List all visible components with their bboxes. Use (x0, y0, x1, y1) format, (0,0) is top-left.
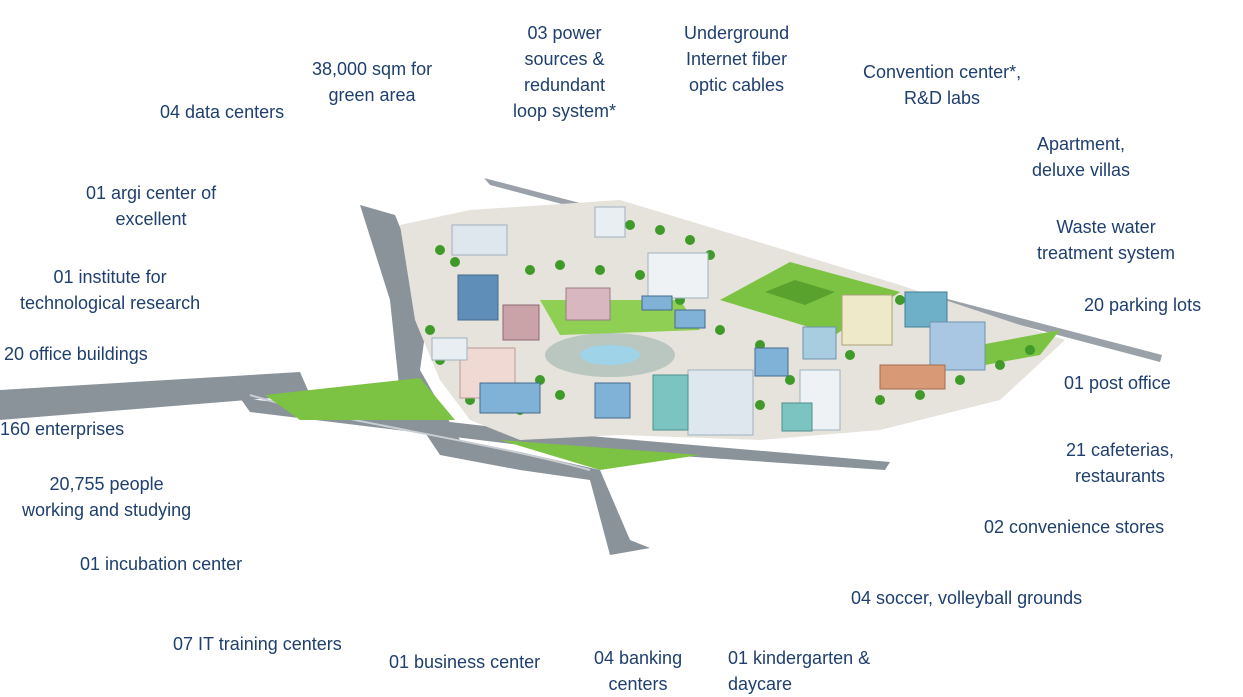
label-business-center: 01 business center (389, 652, 541, 672)
label-parking-lots: 20 parking lots (1084, 295, 1202, 315)
label-enterprises: 160 enterprises (0, 419, 125, 439)
label-incubation-center: 01 incubation center (80, 554, 243, 574)
label-cafeterias: 21 cafeterias,restaurants (1066, 440, 1175, 486)
label-convention-center: Convention center*,R&D labs (863, 62, 1022, 108)
label-post-office: 01 post office (1064, 373, 1171, 393)
buildings (431, 206, 986, 436)
label-soccer-grounds: 04 soccer, volleyball grounds (851, 588, 1083, 608)
label-convenience-stores: 02 convenience stores (984, 517, 1165, 537)
label-apartment: Apartment,deluxe villas (1032, 134, 1131, 180)
label-data-centers: 04 data centers (160, 102, 285, 122)
label-it-training: 07 IT training centers (173, 634, 342, 654)
label-office-buildings: 20 office buildings (4, 344, 148, 364)
label-kindergarten: 01 kindergarten &daycare (728, 648, 871, 694)
